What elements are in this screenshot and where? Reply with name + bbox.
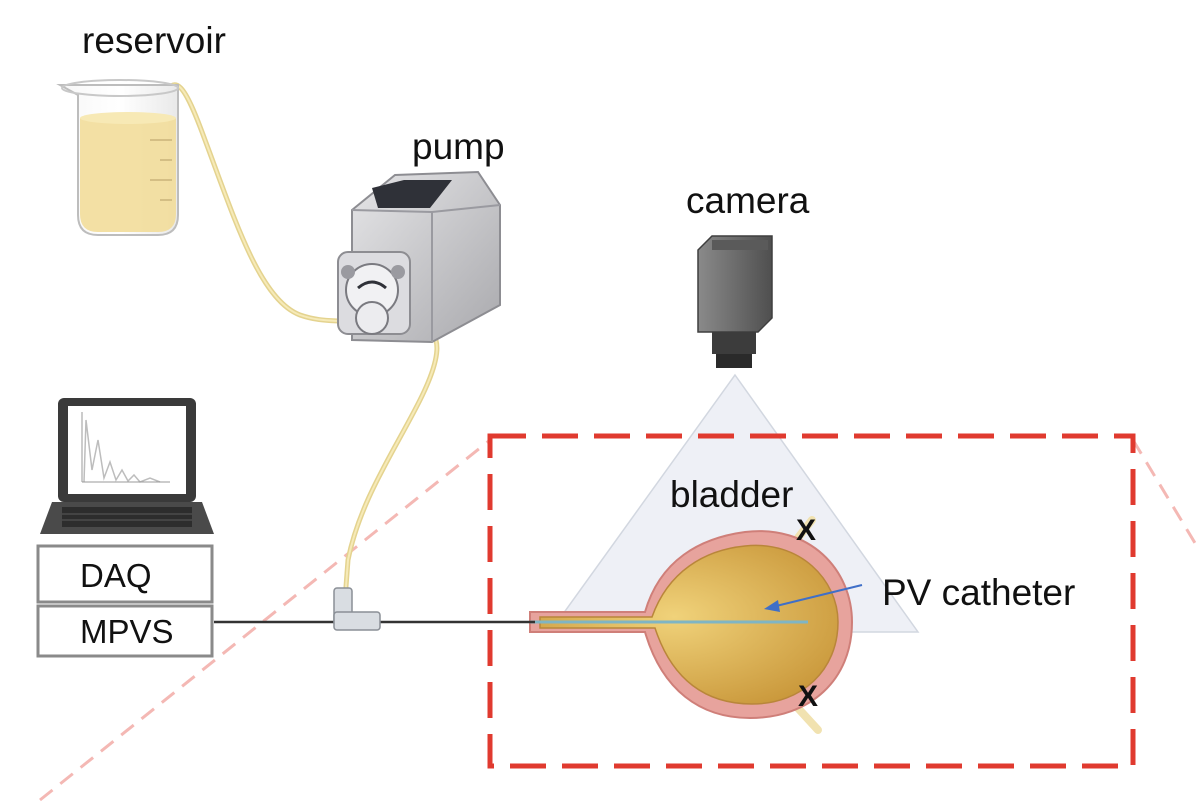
ligature-bottom-mark: X (798, 680, 819, 713)
daq-box (36, 544, 214, 604)
bladder-label: bladder (670, 474, 794, 515)
zoom-guide-line-right (1131, 439, 1200, 549)
reservoir-beaker-icon (56, 79, 179, 236)
t-connector-icon (333, 587, 381, 631)
pump-label: pump (412, 126, 505, 167)
bladder-illustration (529, 530, 854, 720)
mpvs-label: MPVS (80, 613, 174, 650)
zoom-box (487, 433, 1136, 769)
tubing-reservoir-to-pump (159, 82, 351, 325)
pv-catheter-arrow (764, 584, 863, 612)
pv-catheter-label: PV catheter (882, 572, 1076, 613)
mpvs-box (36, 604, 214, 658)
camera-label: camera (686, 180, 810, 221)
zoom-guide-line-left (39, 438, 491, 802)
ligature-top-mark: X (796, 514, 817, 547)
reservoir-label: reservoir (82, 20, 226, 61)
peristaltic-pump-icon (337, 170, 501, 344)
daq-label: DAQ (80, 557, 152, 594)
tubing-pump-to-connector (342, 327, 440, 601)
laptop-icon (40, 398, 214, 534)
camera-icon (697, 235, 773, 368)
